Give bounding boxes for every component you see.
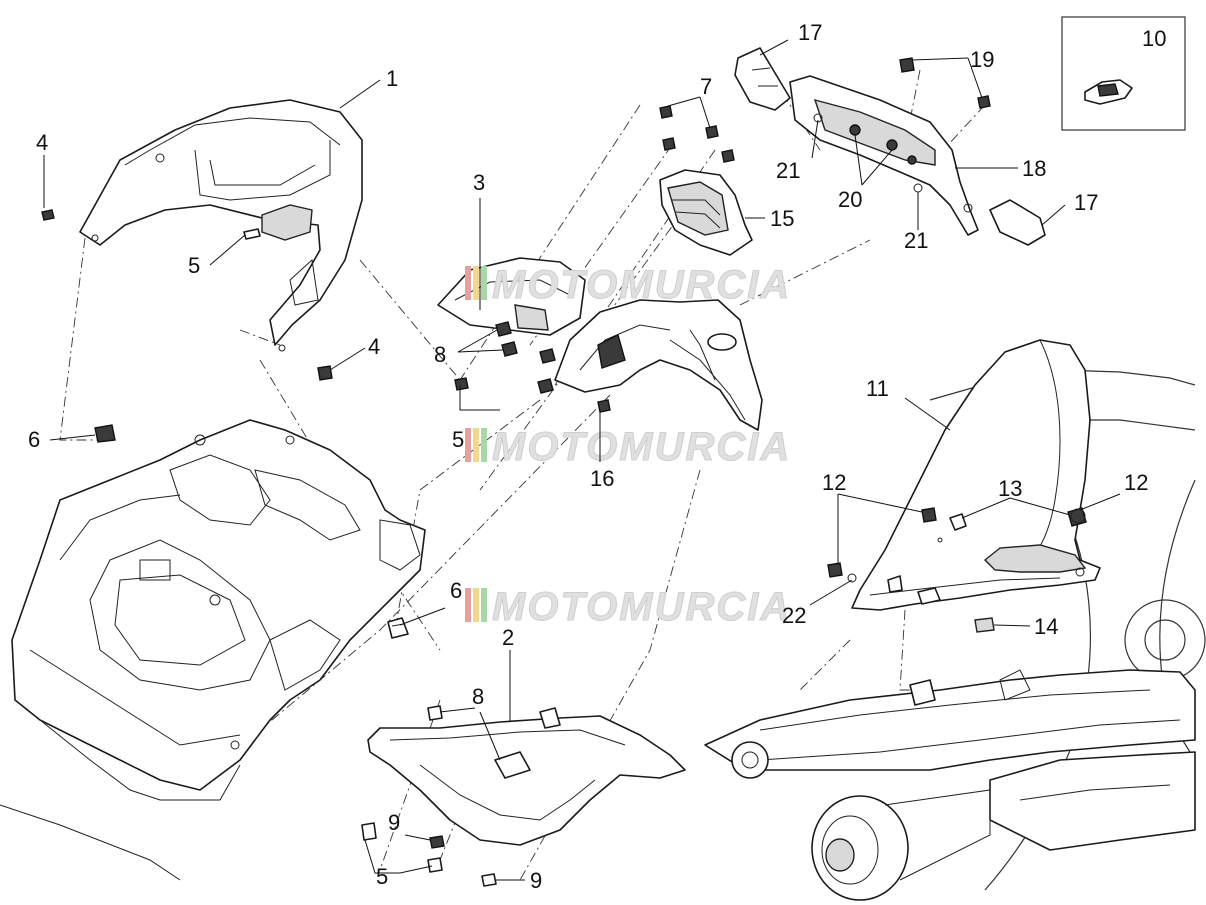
part-1-seat-cowl xyxy=(79,99,363,352)
callout-10: 10 xyxy=(1142,26,1166,51)
watermark-text: MOTOMURCIA xyxy=(492,585,791,629)
callout-5b: 5 xyxy=(452,427,464,452)
callout-14: 14 xyxy=(1034,614,1058,639)
callout-12a: 12 xyxy=(822,470,846,495)
part-16-license-holder xyxy=(554,299,763,431)
callout-11: 11 xyxy=(866,376,889,401)
rear-subframe xyxy=(0,419,426,881)
part-11-rear-hugger xyxy=(851,339,1101,611)
callout-6b: 6 xyxy=(450,578,462,603)
callout-21a: 21 xyxy=(776,158,800,183)
watermark-text: MOTOMURCIA xyxy=(492,425,791,469)
callout-18: 18 xyxy=(1022,156,1046,181)
watermark-text: MOTOMURCIA xyxy=(492,263,791,307)
part-17-reflector-bottom xyxy=(989,199,1046,246)
callout-9a: 9 xyxy=(388,810,400,835)
part-15-tail-light xyxy=(659,169,753,256)
callout-2: 2 xyxy=(502,625,514,650)
callout-17b: 17 xyxy=(1074,190,1098,215)
callout-8b: 8 xyxy=(472,684,484,709)
callout-15: 15 xyxy=(770,206,794,231)
callout-7: 7 xyxy=(700,74,712,99)
callout-20: 20 xyxy=(838,187,862,212)
part-17-reflector-top xyxy=(734,47,791,111)
callout-22: 22 xyxy=(782,603,806,628)
part-6-clip-lower xyxy=(387,617,409,639)
parts-12-13-14-22 xyxy=(827,507,1087,633)
swingarm-and-wheel xyxy=(704,369,1206,901)
watermark-1: MOTOMURCIA xyxy=(465,263,791,308)
watermark-2: MOTOMURCIA xyxy=(465,425,791,470)
callout-3: 3 xyxy=(473,170,485,195)
callout-8a: 8 xyxy=(434,342,446,367)
callout-5c: 5 xyxy=(376,864,388,889)
callout-17a: 17 xyxy=(798,20,822,45)
callout-1: 1 xyxy=(386,66,398,91)
part-6-clip-upper xyxy=(94,424,116,443)
part-10-inset xyxy=(1061,16,1186,131)
callout-21b: 21 xyxy=(904,228,928,253)
part-2-lower-tray xyxy=(367,707,686,846)
callout-12b: 12 xyxy=(1124,470,1148,495)
callout-5a: 5 xyxy=(188,253,200,278)
callout-labels: 1 2 3 4 4 5 5 5 6 6 7 8 8 9 9 10 11 12 1… xyxy=(28,20,1166,893)
callout-19: 19 xyxy=(970,47,994,72)
part-18-bracket xyxy=(789,75,979,236)
callout-6a: 6 xyxy=(28,427,40,452)
leader-lines xyxy=(43,39,1121,881)
callout-16: 16 xyxy=(590,466,614,491)
fasteners xyxy=(41,57,991,887)
watermark-3: MOTOMURCIA xyxy=(465,585,791,630)
callout-13: 13 xyxy=(998,476,1022,501)
callout-4b: 4 xyxy=(368,334,380,359)
callout-4a: 4 xyxy=(36,130,48,155)
callout-9b: 9 xyxy=(530,868,542,893)
